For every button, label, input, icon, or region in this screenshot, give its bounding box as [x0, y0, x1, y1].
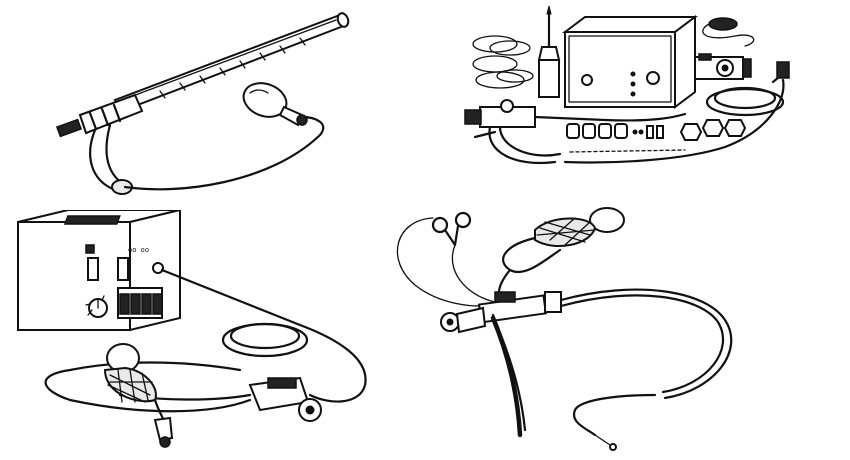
- flexible-scope-handpiece: [44, 361, 322, 422]
- insufflation-bulb-net: [497, 207, 625, 300]
- panel-flexible-fiberscope: [396, 207, 733, 451]
- hand-bulb-with-net: [103, 343, 174, 448]
- flexible-scope-coil: [563, 61, 790, 164]
- insertion-tube: [559, 288, 733, 451]
- panel-light-source-scope: oo oo: [17, 210, 367, 448]
- biopsy-forceps: [396, 211, 496, 307]
- panel-endoscope-kit: [464, 5, 790, 165]
- fluid-bottle: [537, 5, 561, 98]
- light-guide-cable: [152, 262, 367, 403]
- panel-marks: oo oo: [128, 246, 149, 254]
- accessory-parts: [566, 119, 747, 153]
- scope-handpiece: [464, 99, 687, 165]
- fiberscope-body: [440, 291, 562, 438]
- accessory-rings: [472, 35, 534, 89]
- camera: [694, 17, 755, 80]
- rigid-endoscope-tube: [55, 12, 350, 195]
- light-source-box: [562, 15, 698, 109]
- panel-rigid-endoscope: [55, 12, 350, 195]
- insufflation-bulb: [123, 82, 325, 191]
